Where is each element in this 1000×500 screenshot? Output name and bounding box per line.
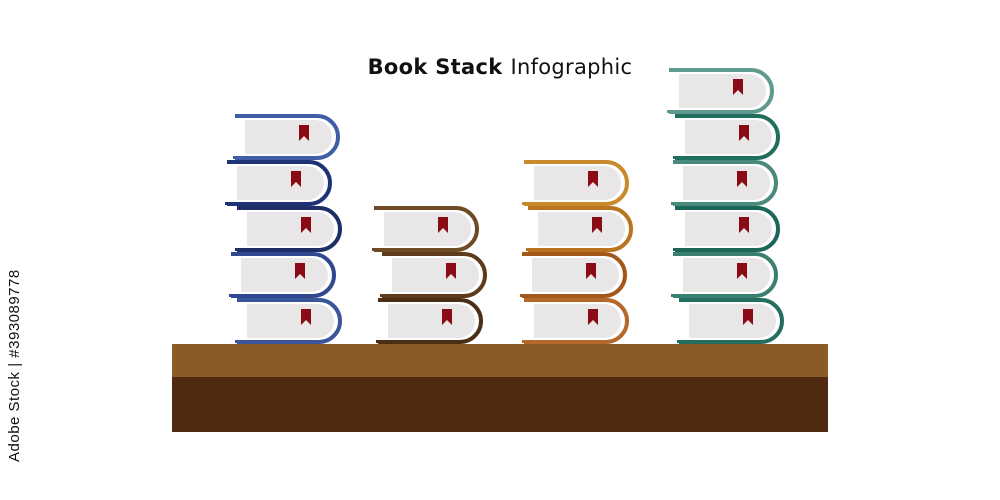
book-cover [382, 252, 487, 298]
book-cover [675, 206, 780, 252]
bookmark-icon [737, 171, 747, 187]
book [233, 114, 340, 160]
bookmark-icon [301, 309, 311, 325]
book-spine-strip [229, 294, 315, 297]
book-spine-strip [520, 294, 606, 297]
book-cover [679, 298, 784, 344]
book-cover [675, 114, 780, 160]
book-pages [247, 304, 334, 338]
title-regular: Infographic [510, 55, 633, 79]
book [671, 252, 778, 298]
book [526, 206, 633, 252]
book [677, 298, 784, 344]
book-spine-strip [667, 110, 753, 113]
book-pages [679, 74, 766, 108]
book-spine-strip [372, 248, 458, 251]
bookmark-icon [446, 263, 456, 279]
book-cover [374, 206, 479, 252]
book-pages [685, 120, 772, 154]
book-pages [683, 166, 770, 200]
book [522, 298, 629, 344]
book-spine-strip [225, 202, 311, 205]
book [522, 160, 629, 206]
book-pages [388, 304, 475, 338]
bookmark-icon [586, 263, 596, 279]
book-cover [235, 114, 340, 160]
book-cover [231, 252, 336, 298]
book [225, 160, 332, 206]
book [673, 114, 780, 160]
bookmark-icon [592, 217, 602, 233]
bookmark-icon [291, 171, 301, 187]
bookmark-icon [739, 217, 749, 233]
book-pages [538, 212, 625, 246]
bookmark-icon [733, 79, 743, 95]
book [673, 206, 780, 252]
book [376, 298, 483, 344]
book-spine-strip [522, 202, 608, 205]
book-pages [237, 166, 324, 200]
book-pages [689, 304, 776, 338]
book [380, 252, 487, 298]
book [235, 206, 342, 252]
book-spine-strip [671, 294, 757, 297]
bookmark-icon [588, 171, 598, 187]
book-cover [378, 298, 483, 344]
book-pages [241, 258, 328, 292]
book-spine-strip [235, 340, 321, 343]
book [520, 252, 627, 298]
book-cover [673, 160, 778, 206]
book-spine-strip [235, 248, 321, 251]
book [229, 252, 336, 298]
table-front [172, 377, 828, 432]
book-pages [247, 212, 334, 246]
book-pages [532, 258, 619, 292]
bookmark-icon [743, 309, 753, 325]
book-pages [683, 258, 770, 292]
book-spine-strip [522, 340, 608, 343]
book-pages [685, 212, 772, 246]
book-spine-strip [376, 340, 462, 343]
book-pages [534, 304, 621, 338]
book-pages [384, 212, 471, 246]
book [667, 68, 774, 114]
book-cover [237, 206, 342, 252]
book-cover [524, 298, 629, 344]
bookmark-icon [301, 217, 311, 233]
book-cover [237, 298, 342, 344]
book [671, 160, 778, 206]
book-cover [528, 206, 633, 252]
book-spine-strip [677, 340, 763, 343]
bookmark-icon [442, 309, 452, 325]
book-cover [673, 252, 778, 298]
book-spine-strip [233, 156, 319, 159]
bookmark-icon [739, 125, 749, 141]
book-spine-strip [526, 248, 612, 251]
table-top [172, 344, 828, 377]
book-pages [245, 120, 332, 154]
page-title: Book Stack Infographic [0, 55, 1000, 79]
book-cover [524, 160, 629, 206]
bookmark-icon [588, 309, 598, 325]
book-cover [227, 160, 332, 206]
bookmark-icon [299, 125, 309, 141]
book-cover [669, 68, 774, 114]
bookmark-icon [737, 263, 747, 279]
bookmark-icon [295, 263, 305, 279]
book-pages [392, 258, 479, 292]
book-spine-strip [673, 156, 759, 159]
book-spine-strip [380, 294, 466, 297]
book-pages [534, 166, 621, 200]
book-spine-strip [671, 202, 757, 205]
book-cover [522, 252, 627, 298]
book [372, 206, 479, 252]
stock-id-text: Adobe Stock | #393089778 [6, 269, 23, 462]
book-spine-strip [673, 248, 759, 251]
bookmark-icon [438, 217, 448, 233]
title-bold: Book Stack [367, 55, 503, 79]
book [235, 298, 342, 344]
